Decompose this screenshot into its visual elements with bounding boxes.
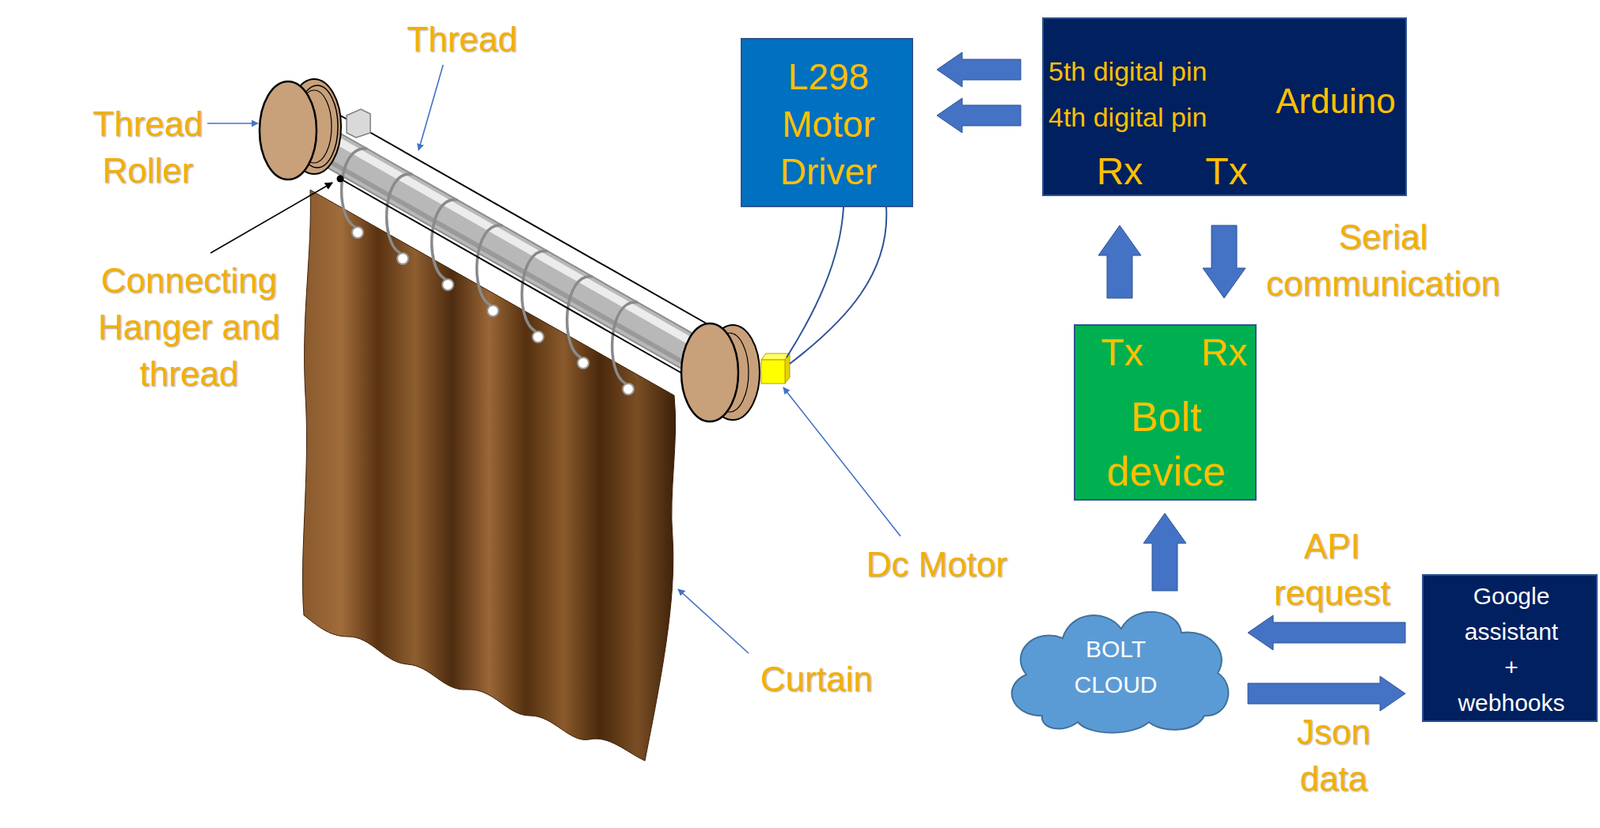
block-arrow	[1202, 225, 1246, 299]
hanger-ring	[432, 199, 458, 280]
box-title: Arduino	[1275, 79, 1396, 122]
thread-roller	[259, 81, 317, 180]
box-title: Google assistant + webhooks	[1456, 578, 1567, 721]
hanger-eye	[622, 383, 634, 395]
hanger-eye	[352, 227, 364, 239]
cloud-shape: BOLT CLOUD	[994, 597, 1237, 736]
hanger-ring	[386, 174, 413, 254]
box-title: Bolt device	[1087, 390, 1246, 500]
pin-name: 4th digital pin	[1048, 101, 1207, 134]
cloud-title: BOLT CLOUD	[1066, 631, 1165, 703]
pin-name: Rx	[1201, 329, 1248, 376]
hanger-eye	[397, 253, 409, 265]
block-arrow	[936, 98, 1021, 133]
roller-bracket	[346, 109, 371, 138]
pin-name: Tx	[1100, 329, 1143, 376]
part-label: Thread	[382, 15, 542, 63]
part-label: Thread Roller	[79, 100, 218, 194]
part-label: Curtain	[721, 655, 912, 703]
pin-name: Rx	[1096, 148, 1144, 195]
bolt-device-box: Tx RxBolt device	[1073, 324, 1257, 501]
pin-name: 5th digital pin	[1048, 55, 1207, 88]
hanger-eye	[577, 357, 589, 369]
dc-motor	[761, 360, 785, 384]
rod-shadow	[307, 148, 707, 376]
rod-highlight	[318, 129, 718, 357]
leader-line	[678, 589, 749, 654]
hanger-ring	[477, 225, 503, 306]
pin-name: Tx	[1205, 148, 1248, 195]
hanger-ring	[341, 148, 368, 228]
motor-wire	[786, 207, 844, 358]
arduino-box: 5th digital pin 4th digital pin ArduinoRx T…	[1042, 17, 1407, 197]
thread-upper	[340, 115, 717, 330]
hanger-ring	[567, 276, 593, 358]
block-arrow	[1247, 615, 1406, 651]
motor-driver-box: L298 Motor Driver	[740, 37, 914, 208]
cloud-outline	[994, 597, 1237, 736]
box-title: L298 Motor Driver	[753, 53, 904, 196]
edge-label: Json data	[1274, 709, 1394, 803]
hanger-ring	[522, 250, 548, 332]
leader-line	[207, 122, 258, 125]
part-label: Dc Motor	[834, 541, 1040, 588]
leader-line	[418, 64, 444, 151]
leader-line	[210, 182, 333, 254]
motor-wire	[789, 207, 887, 364]
edge-label: API request	[1262, 523, 1402, 617]
leader-line	[783, 387, 901, 537]
hanger-eye	[487, 305, 499, 317]
hanger-rings	[341, 148, 638, 395]
thread-roller-right	[681, 323, 739, 422]
thread-hanger-joint	[337, 175, 345, 183]
curtain-cloth	[302, 189, 675, 762]
hanger-eye	[532, 331, 544, 343]
block-arrow	[936, 52, 1021, 88]
part-label: Connecting Hanger and thread	[90, 257, 289, 398]
assistant-box: Google assistant + webhooks	[1421, 574, 1598, 723]
hanger-ring	[612, 302, 638, 384]
dc-motor-side	[784, 353, 790, 384]
thread-lower	[340, 178, 705, 387]
block-arrow	[1143, 513, 1187, 592]
block-arrow	[1247, 676, 1406, 712]
block-arrow	[1098, 225, 1142, 299]
curtain-rod	[303, 122, 721, 382]
hanger-eye	[442, 279, 454, 291]
signal-label: Serial communication	[1256, 213, 1510, 308]
